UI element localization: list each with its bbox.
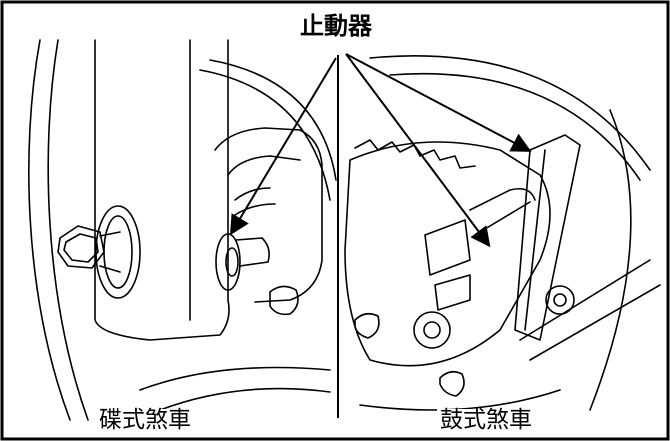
lower-wheel-arc-2 [159, 387, 331, 411]
stopper-arm [514, 134, 581, 341]
drum-bolt-1-inner [423, 321, 441, 339]
disc-brake-drawing [28, 39, 337, 421]
drum-plate [344, 141, 551, 367]
axle-nut-face [63, 233, 99, 263]
shoe-block [424, 219, 471, 276]
drum-bolt-4 [354, 312, 380, 339]
brake-lever-link [479, 201, 531, 233]
brake-disc [199, 69, 331, 201]
wheel-rim-inner [47, 39, 89, 421]
drum-tire-outer [369, 55, 651, 171]
brake-disc-inner [209, 59, 337, 181]
drum-lower-arc [359, 389, 561, 411]
arrow-to-drum-lever [345, 53, 491, 248]
drum-bolt-1 [413, 311, 451, 349]
axle-shaft [99, 231, 121, 273]
stopper-bracket [235, 237, 270, 267]
arrow-to-disc-stopper [229, 57, 337, 236]
drum-bolt-3 [439, 370, 465, 397]
disc-brake-caption: 碟式煞車 [96, 409, 194, 432]
stopper-callout-label: 止動器 [296, 14, 376, 38]
stopper-bolt [269, 285, 299, 316]
axle-nut [57, 225, 105, 269]
shoe-block-2 [434, 274, 471, 311]
stopper-arm-edge [524, 149, 546, 331]
axle-washer [95, 205, 141, 299]
brake-lever [469, 187, 536, 211]
drum-brake-caption: 鼓式煞車 [437, 409, 535, 432]
drum-wheel-right [589, 109, 632, 411]
drum-tire-inner [389, 72, 641, 181]
wheel-rim-outer [28, 39, 71, 421]
drum-bolt-2 [545, 285, 575, 315]
caliper-stopper-inner [225, 247, 239, 277]
arrow-to-drum-arm [345, 53, 532, 152]
caliper-face [227, 155, 301, 176]
lower-wheel-arc [139, 366, 331, 391]
drum-bolt-2-inner [553, 293, 567, 307]
caliper-stopper [215, 233, 241, 291]
serrated-edge [354, 139, 476, 169]
drum-brake-drawing [344, 55, 661, 411]
swingarm [519, 259, 661, 361]
caliper-body [214, 127, 323, 303]
callout-arrows [229, 53, 532, 248]
fork-leg [94, 39, 230, 341]
axle-washer-inner [103, 215, 133, 289]
